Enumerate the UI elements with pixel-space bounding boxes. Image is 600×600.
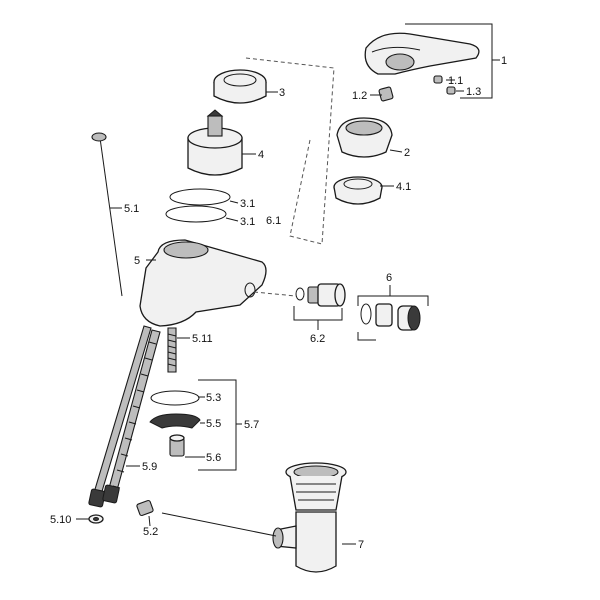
part-insert-1-2: [378, 86, 394, 102]
label-5-10: 5.10: [50, 514, 71, 526]
part-faucet-body: [139, 239, 267, 327]
label-1-3: 1.3: [466, 86, 481, 98]
label-3: 3: [279, 87, 285, 99]
part-cover-cap: [336, 117, 393, 158]
label-7: 7: [358, 539, 364, 551]
leader-lines: [76, 23, 500, 545]
part-lever-handle: [364, 32, 480, 75]
part-fitting: [136, 499, 154, 517]
label-4: 4: [258, 149, 264, 161]
part-bonnet-nut: [333, 176, 383, 205]
part-cartridge: [187, 109, 243, 176]
label-1-2: 1.2: [352, 90, 367, 102]
part-aerator-connector: [295, 283, 346, 307]
label-5-11: 5.11: [192, 333, 213, 345]
callout-labels: 1 1.1 1.2 1.3 2 3 3.1 3.1 4 4.1 5 5.1 5.…: [50, 55, 507, 551]
part-pull-rod: [91, 132, 123, 297]
part-ring: [213, 69, 267, 104]
label-5-7: 5.7: [244, 419, 259, 431]
label-3-1-upper: 3.1: [240, 198, 255, 210]
label-5-2: 5.2: [143, 526, 158, 538]
part-o-ring-upper: [169, 188, 231, 206]
label-5: 5: [134, 255, 140, 267]
part-screw-1-1: [433, 75, 443, 84]
label-5-9: 5.9: [142, 461, 157, 473]
part-washer: [88, 514, 104, 524]
label-2: 2: [404, 147, 410, 159]
part-aerator-set: [360, 303, 421, 331]
part-gasket: [150, 390, 200, 406]
label-6-1: 6.1: [266, 215, 281, 227]
label-5-3: 5.3: [206, 392, 221, 404]
part-nut: [169, 434, 185, 457]
label-1: 1: [501, 55, 507, 67]
part-supply-hoses: [88, 325, 161, 508]
label-4-1: 4.1: [396, 181, 411, 193]
label-3-1-lower: 3.1: [240, 216, 255, 228]
label-5-1: 5.1: [124, 203, 139, 215]
label-1-1: 1.1: [448, 75, 463, 87]
part-mounting-clip: [149, 413, 201, 429]
label-5-6: 5.6: [206, 452, 221, 464]
label-5-5: 5.5: [206, 418, 221, 430]
label-6-2: 6.2: [310, 333, 325, 345]
part-screw-1-3: [446, 86, 456, 95]
part-threaded-stud: [167, 327, 177, 373]
part-o-ring-lower: [165, 205, 227, 223]
label-6: 6: [386, 272, 392, 284]
part-waste-rod: [161, 512, 277, 537]
part-pop-up-waste: [272, 462, 347, 573]
